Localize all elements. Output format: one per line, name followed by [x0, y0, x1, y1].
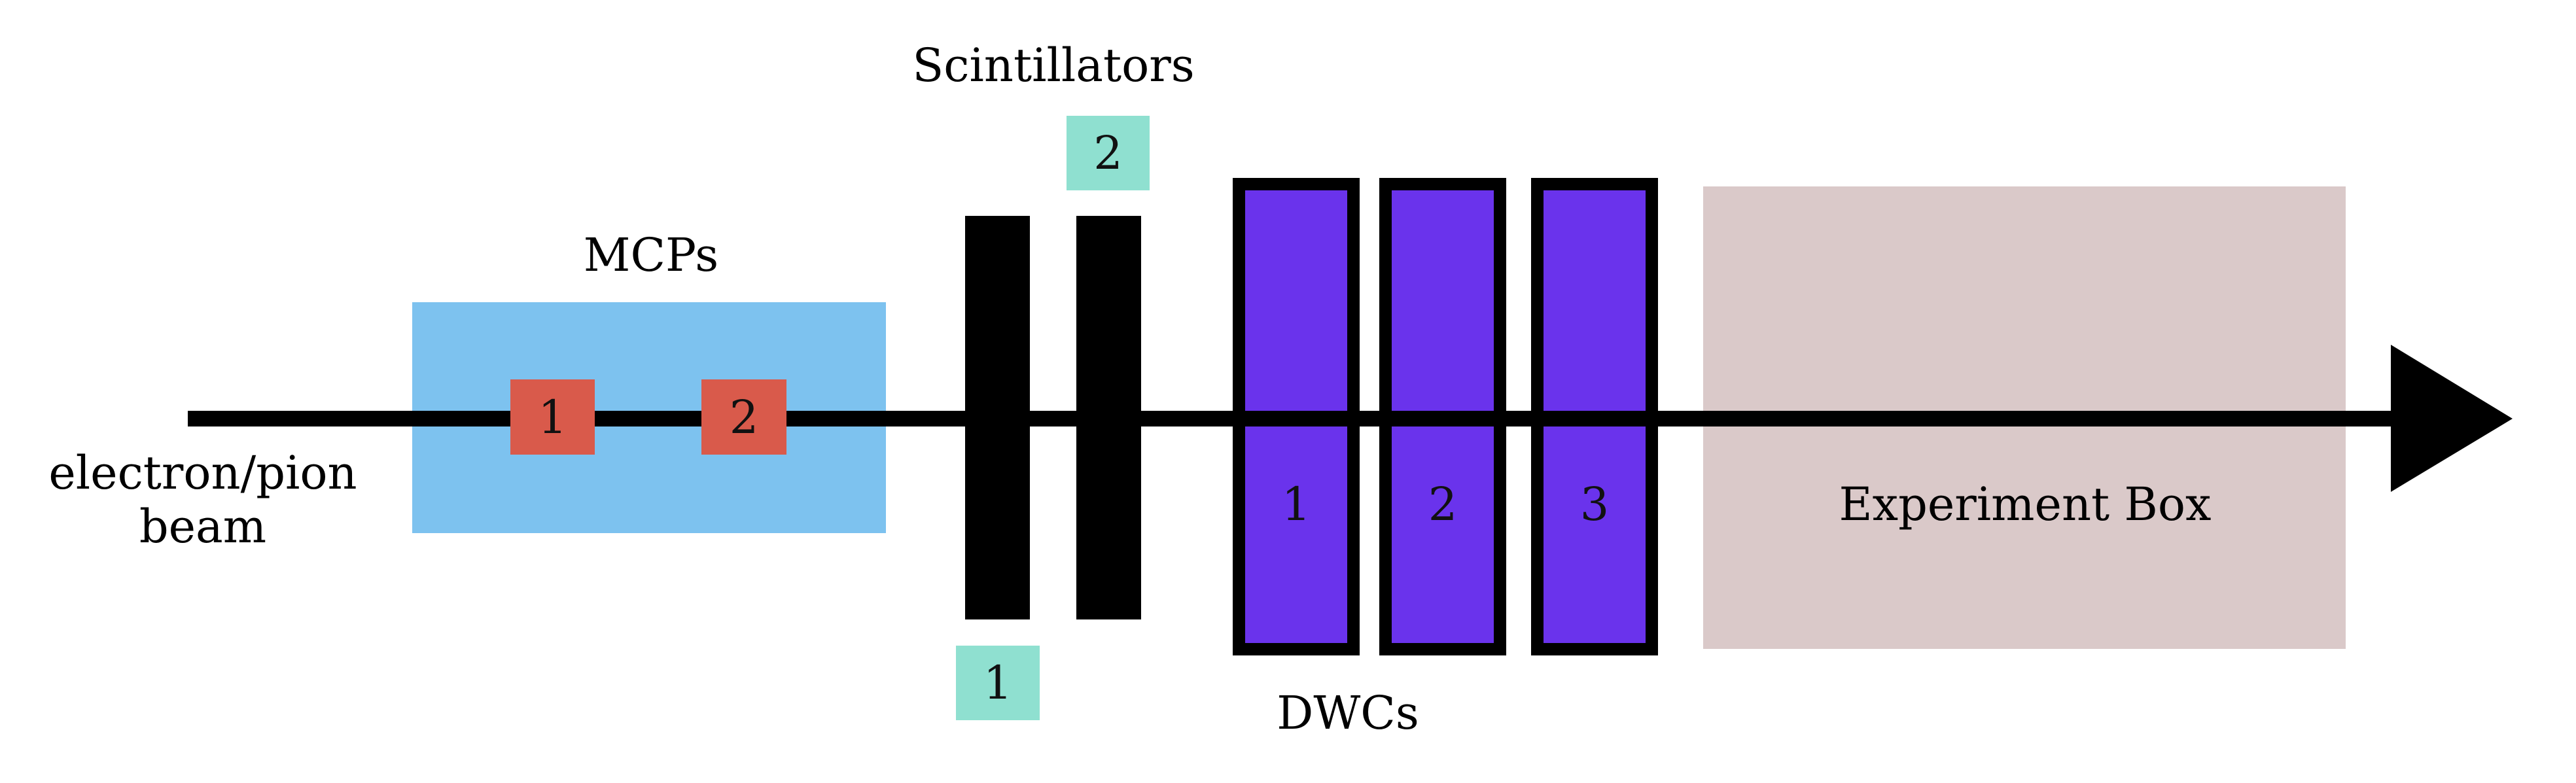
mcp-detector-2: 2	[701, 379, 786, 455]
beam-arrowhead	[2391, 345, 2513, 492]
dwcs-label: DWCs	[1277, 686, 1419, 740]
dwc-number-3: 3	[1579, 478, 1610, 531]
mcp-detector-1: 1	[510, 379, 595, 455]
beam-label-line-2: beam	[139, 500, 267, 553]
dwc-number-1: 1	[1281, 478, 1311, 531]
dwc-number-2: 2	[1428, 478, 1458, 531]
scintillators-label: Scintillators	[912, 39, 1195, 92]
experiment-box-label: Experiment Box	[1839, 478, 2212, 531]
beam-label-line-1: electron/pion	[48, 446, 357, 500]
scintillator-tag-1: 1	[956, 646, 1040, 720]
scintillator-tag-2: 2	[1067, 116, 1150, 190]
mcp-region-label: MCPs	[583, 228, 719, 282]
